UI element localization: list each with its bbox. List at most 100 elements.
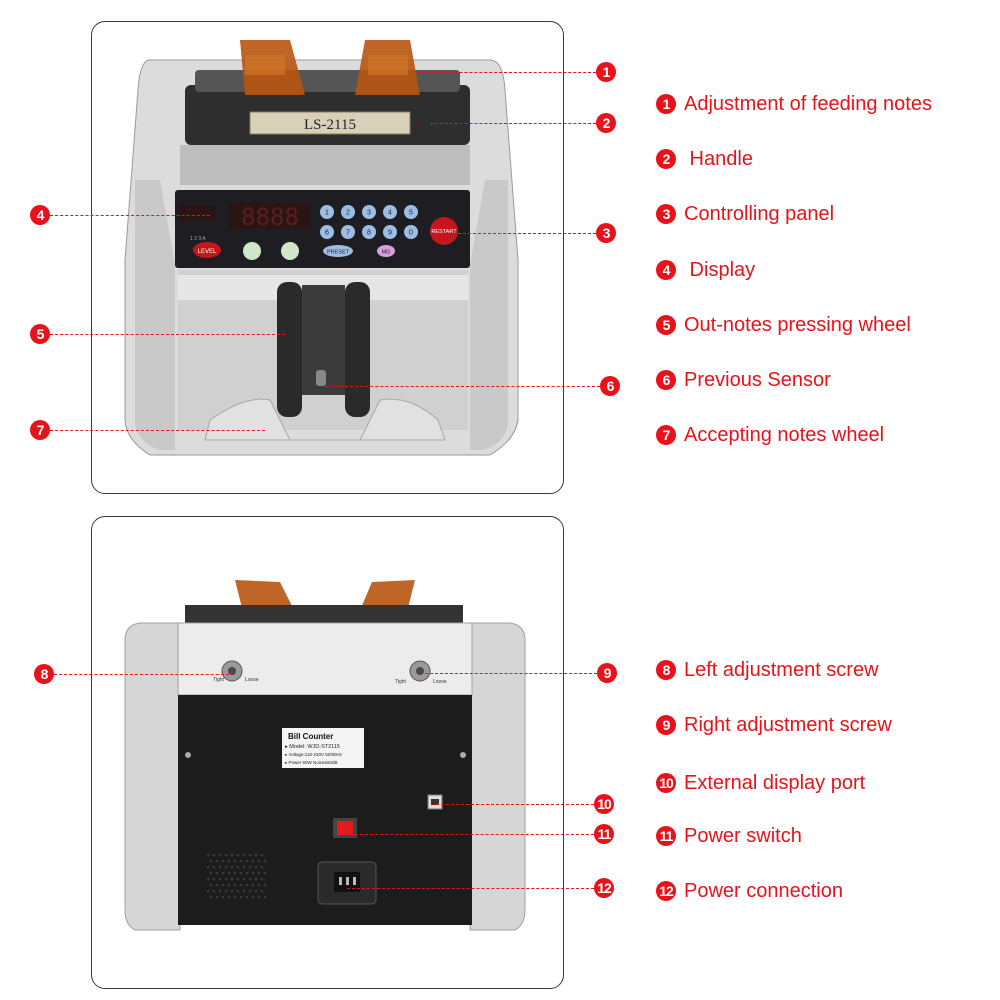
leader-line-6 (325, 386, 600, 387)
model-plate-text: LS-2115 (304, 117, 356, 133)
level-button (193, 242, 221, 258)
legend-badge: 6 (656, 370, 676, 390)
legend-badge: 3 (656, 204, 676, 224)
keypad-key (362, 205, 376, 219)
svg-text:▸ Voltage:110-220V 50/60Hz: ▸ Voltage:110-220V 50/60Hz (285, 752, 343, 757)
leader-line-7 (50, 430, 265, 431)
svg-text:Loose: Loose (245, 677, 259, 683)
legend-item-3: 3 Controlling panel (656, 201, 834, 227)
back-machine: Tight Loose Tight Loose Bill Counter ▸ M… (124, 580, 526, 931)
callout-badge-8: 8 (34, 664, 54, 684)
legend-badge: 2 (656, 149, 676, 169)
callout-badge-1: 1 (596, 62, 616, 82)
leader-line-2 (430, 123, 596, 124)
speaker-grille (206, 853, 267, 899)
leader-line-3 (458, 233, 596, 234)
svg-text:▸ Power 50W Noice≤60dB: ▸ Power 50W Noice≤60dB (285, 760, 338, 765)
legend-text: Display (684, 258, 756, 281)
svg-text:PRESET: PRESET (327, 250, 350, 256)
legend-item-11: 11 Power switch (656, 823, 802, 849)
legend-item-2: 2 Handle (656, 146, 753, 172)
svg-text:Tight: Tight (395, 679, 407, 685)
leader-line-5 (50, 334, 285, 335)
legend-text: Right adjustment screw (684, 713, 892, 736)
svg-text:▸ Model: WJD-ST2115: ▸ Model: WJD-ST2115 (285, 744, 340, 750)
legend-text: Handle (684, 147, 753, 170)
legend-badge: 12 (656, 881, 676, 901)
keypad-key (383, 205, 397, 219)
pressing-wheel-right (345, 282, 370, 417)
leader-line-10 (436, 804, 594, 805)
restart-button (430, 217, 458, 245)
keypad-key (362, 225, 376, 239)
display: 8888 (180, 203, 310, 231)
leader-line-8 (54, 674, 234, 675)
legend-badge: 5 (656, 315, 676, 335)
legend-badge: 11 (656, 826, 676, 846)
keypad-key-label: 0 (409, 230, 413, 237)
legend-item-5: 5 Out-notes pressing wheel (656, 312, 911, 338)
keypad-key-label: 9 (388, 230, 392, 237)
legend-text: Previous Sensor (684, 368, 831, 391)
sensor (316, 370, 326, 386)
pressing-wheel-left (277, 282, 302, 417)
legend-text: Left adjustment screw (684, 658, 879, 681)
accepting-tray (204, 398, 446, 441)
callout-badge-9: 9 (597, 663, 617, 683)
leader-line-12 (347, 888, 594, 889)
callout-badge-6: 6 (600, 376, 620, 396)
callout-badge-7: 7 (30, 420, 50, 440)
leader-line-9 (425, 673, 597, 674)
callout-badge-2: 2 (596, 113, 616, 133)
keypad-key (341, 225, 355, 239)
keypad-key-label: 3 (367, 210, 371, 217)
legend-text: Power switch (684, 824, 802, 847)
callout-badge-5: 5 (30, 324, 50, 344)
keypad-key-label: 6 (325, 230, 329, 237)
svg-text:1 2 3 A: 1 2 3 A (190, 236, 206, 242)
keypad-key-label: 4 (388, 210, 392, 217)
leader-line-4 (50, 215, 210, 216)
keypad-key-label: 2 (346, 210, 350, 217)
legend-badge: 4 (656, 260, 676, 280)
keypad-key (404, 225, 418, 239)
leader-line-1 (420, 72, 596, 73)
legend-text: External display port (684, 771, 866, 794)
keypad-key (404, 205, 418, 219)
keypad-key-label: 7 (346, 230, 350, 237)
keypad-key-label: 8 (367, 230, 371, 237)
legend-item-12: 12 Power connection (656, 878, 843, 904)
legend-text: Controlling panel (684, 202, 835, 225)
callout-badge-10: 10 (594, 794, 614, 814)
legend-item-9: 9 Right adjustment screw (656, 712, 892, 738)
legend-badge: 10 (656, 773, 676, 793)
model-plate (249, 111, 411, 135)
keypad-key (341, 205, 355, 219)
keypad-key-label: 1 (325, 210, 329, 217)
legend-item-4: 4 Display (656, 257, 755, 283)
leader-line-11 (345, 834, 594, 835)
legend-badge: 7 (656, 425, 676, 445)
svg-text:Bill Counter: Bill Counter (288, 732, 333, 741)
legend-item-6: 6 Previous Sensor (656, 367, 831, 393)
svg-text:MG: MG (382, 250, 391, 256)
svg-text:LEVEL: LEVEL (198, 249, 217, 255)
legend-text: Adjustment of feeding notes (684, 92, 932, 115)
legend-badge: 8 (656, 660, 676, 680)
callout-badge-11: 11 (594, 824, 614, 844)
legend-badge: 1 (656, 94, 676, 114)
legend-text: Out-notes pressing wheel (684, 313, 911, 336)
svg-text:RESTART: RESTART (431, 229, 457, 235)
svg-text:8888: 8888 (241, 203, 299, 231)
legend-text: Power connection (684, 879, 843, 902)
legend-item-8: 8 Left adjustment screw (656, 657, 879, 683)
callout-badge-12: 12 (594, 878, 614, 898)
svg-text:Tight: Tight (213, 677, 225, 683)
svg-text:Loose: Loose (433, 679, 447, 685)
callout-badge-4: 4 (30, 205, 50, 225)
keypad-key (320, 225, 334, 239)
spec-label (282, 728, 364, 768)
keypad-key (383, 225, 397, 239)
